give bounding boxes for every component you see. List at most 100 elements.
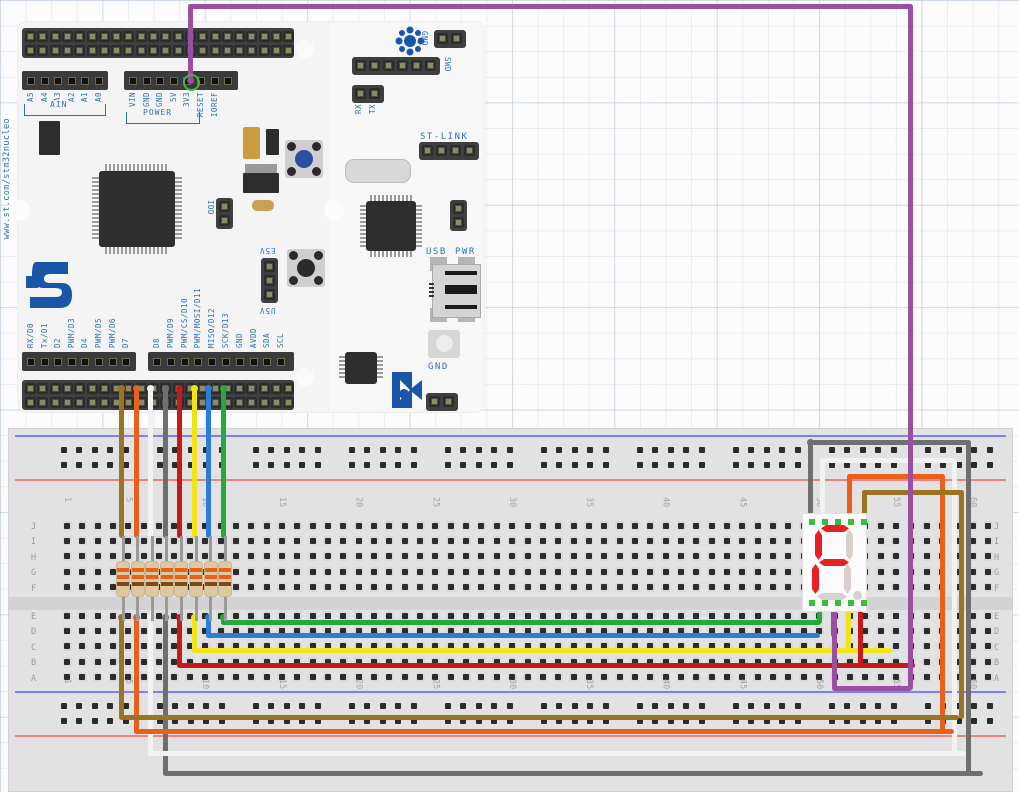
header-pad — [61, 397, 73, 408]
hole-inner — [631, 553, 638, 560]
wire-segment-gray-down[interactable] — [163, 615, 168, 775]
wire-segment-yellow-leg[interactable] — [192, 615, 197, 652]
wire-segment-wire-d2-yellow[interactable] — [192, 386, 197, 538]
header-swd[interactable] — [352, 57, 440, 75]
header-gnd-bottom[interactable] — [426, 393, 458, 411]
hole-inner — [156, 658, 163, 665]
header-rx-tx[interactable] — [352, 85, 384, 103]
breadboard-hole — [676, 626, 686, 636]
wire-segment-orange-top[interactable] — [847, 474, 944, 479]
breadboard-hole — [231, 641, 241, 651]
wire-segment-purple-left-down[interactable] — [832, 600, 837, 690]
wire-segment-red-up[interactable] — [858, 560, 863, 667]
breadboard-hole — [277, 521, 287, 530]
hole-inner — [478, 612, 485, 619]
usb-mini-connector[interactable] — [429, 264, 481, 318]
hole-inner — [386, 522, 393, 529]
hole-inner — [263, 643, 270, 650]
hole-inner — [585, 612, 592, 619]
resistor-330ohm[interactable] — [146, 562, 159, 596]
wire-segment-brown-down[interactable] — [119, 615, 124, 719]
wire-segment-wire-d5-white[interactable] — [148, 386, 153, 538]
wire-segment-purple-top[interactable] — [188, 4, 912, 9]
header-bottom-expansion[interactable] — [22, 380, 295, 410]
resistor-330ohm[interactable] — [175, 562, 188, 596]
breadboard-hole — [676, 582, 686, 592]
breadboard-hole — [139, 657, 149, 667]
wire-segment-brown-top[interactable] — [862, 490, 963, 495]
wire-segment-wire-d7-brown[interactable] — [119, 386, 124, 538]
resistor-330ohm[interactable] — [131, 562, 144, 596]
header-top-expansion[interactable] — [22, 28, 295, 58]
header-pad — [184, 383, 196, 394]
wire-segment-orange-into[interactable] — [847, 474, 852, 530]
hole-inner — [647, 643, 654, 650]
board-notch-left — [10, 200, 30, 220]
wire-segment-brown-into[interactable] — [862, 490, 867, 530]
button-reset-black[interactable] — [287, 249, 325, 287]
wire-segment-wire-d3-red[interactable] — [177, 386, 182, 538]
hole-inner — [355, 553, 362, 560]
breadboard-hole — [722, 521, 732, 530]
wire-segment-brown-bottom[interactable] — [119, 715, 959, 720]
rail-hole — [61, 703, 67, 709]
seven-segment-display[interactable] — [803, 514, 867, 611]
wire-segment-gray-top[interactable] — [808, 440, 970, 445]
resistor-330ohm[interactable] — [190, 562, 202, 596]
header-gnd-top[interactable] — [434, 30, 466, 48]
wire-segment-white-top[interactable] — [820, 458, 956, 463]
breadboard-hole — [262, 611, 272, 620]
hole-inner — [202, 553, 209, 560]
wire-segment-green-run[interactable] — [221, 620, 821, 625]
led-component — [428, 330, 460, 358]
resistor-330ohm[interactable] — [219, 562, 232, 596]
wire-segment-blue-leg[interactable] — [206, 615, 211, 637]
wire-segment-white-bottom[interactable] — [148, 751, 966, 756]
button-user-blue[interactable] — [285, 140, 323, 178]
label-usb: USB — [426, 247, 447, 257]
wire-segment-orange-right[interactable] — [940, 474, 945, 733]
wire-segment-white-right[interactable] — [952, 458, 957, 755]
hole-inner — [263, 553, 270, 560]
resistor-330ohm[interactable] — [204, 562, 217, 596]
wire-segment-orange-bottom[interactable] — [134, 729, 954, 734]
header-power[interactable] — [124, 71, 238, 90]
wire-segment-red-run[interactable] — [177, 663, 915, 668]
resistor-330ohm[interactable] — [117, 562, 129, 596]
wire-segment-yellow-run[interactable] — [192, 648, 892, 653]
wire-segment-wire-d6-orange[interactable] — [134, 386, 139, 538]
header-pwr-jumper[interactable] — [450, 200, 467, 231]
hole-inner — [417, 584, 424, 591]
wire-segment-blue-run[interactable] — [206, 633, 820, 638]
wire-segment-orange-down[interactable] — [134, 615, 139, 733]
wire-segment-white-into[interactable] — [820, 458, 825, 530]
hole-inner — [309, 627, 316, 634]
jumper-u5v-e5v[interactable] — [261, 258, 278, 303]
wire-segment-gray-into[interactable] — [808, 440, 813, 530]
breadboard-hole — [615, 567, 625, 577]
wire-segment-purple-down[interactable] — [188, 4, 193, 80]
header-digital-left[interactable] — [22, 352, 136, 371]
wire-segment-wire-d0-green[interactable] — [221, 386, 226, 538]
breadboard-hole — [354, 521, 364, 530]
wire-segment-wire-d4-gray[interactable] — [163, 386, 168, 538]
wire-segment-purple-right[interactable] — [908, 4, 913, 690]
wire-segment-gray-right[interactable] — [966, 440, 971, 775]
breadboard-hole — [354, 626, 364, 636]
header-stlink[interactable] — [419, 142, 479, 160]
resistor-330ohm[interactable] — [160, 562, 173, 596]
jumper-idd[interactable] — [216, 198, 233, 229]
wire-segment-white-down[interactable] — [148, 615, 153, 755]
wire-segment-wire-d1-blue[interactable] — [206, 386, 211, 538]
breadboard-hole — [814, 641, 824, 651]
wire-segment-purple-bottom[interactable] — [832, 686, 912, 691]
hole-inner — [278, 584, 285, 591]
header-pad-inner — [64, 386, 70, 391]
header-digital-right[interactable] — [148, 352, 294, 371]
breadboard-hole — [676, 641, 686, 651]
wire-segment-brown-right[interactable] — [959, 490, 964, 719]
wire-segment-red-leg[interactable] — [177, 615, 182, 667]
wire-segment-gray-bottom[interactable] — [163, 771, 983, 776]
hole-inner — [478, 674, 485, 681]
header-analog-in[interactable] — [22, 71, 108, 90]
